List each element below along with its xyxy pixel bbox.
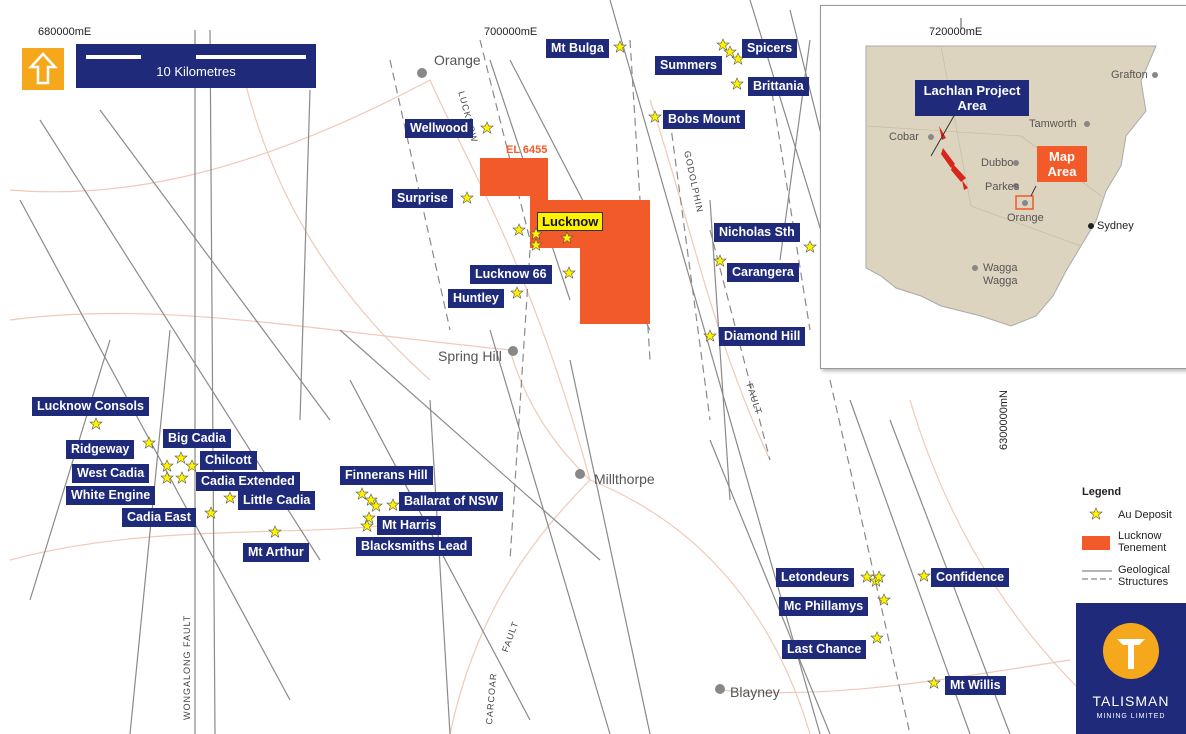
inset-town-grafton: Grafton: [1111, 69, 1148, 81]
deposit-label: Mc Phillamys: [779, 597, 869, 616]
legend-au: Au Deposit: [1118, 509, 1172, 521]
inset-town-parkes: Parkes: [985, 181, 1020, 193]
inset-town-sydney: Sydney: [1097, 220, 1134, 232]
deposit-label: Lucknow 66: [470, 265, 552, 284]
deposit-label: Letondeurs: [776, 568, 855, 587]
coord-700000: 700000mE: [484, 26, 538, 38]
inset-land: [865, 18, 1158, 327]
town-spring-hill: Spring Hill: [438, 348, 502, 364]
deposit-label: Surprise: [392, 189, 453, 208]
deposit-label: Summers: [655, 56, 722, 75]
inset-town-orange: Orange: [1007, 212, 1044, 224]
deposit-label: Brittania: [748, 77, 809, 96]
deposit-label: Confidence: [931, 568, 1010, 587]
inset-town-cobar: Cobar: [889, 131, 919, 143]
deposit-label: Wellwood: [405, 119, 474, 138]
inset-town-tamworth: Tamworth: [1029, 118, 1077, 130]
deposit-label: Cadia East: [122, 508, 196, 527]
inset-town-dubbo: Dubbo: [981, 157, 1014, 169]
deposit-label: Finnerans Hill: [340, 466, 433, 485]
deposit-label: Mt Bulga: [546, 39, 609, 58]
deposit-label: Mt Harris: [377, 516, 442, 535]
deposit-label: Carangera: [727, 263, 799, 282]
deposit-label: Bobs Mount: [663, 110, 746, 129]
coord-6300000: 6300000mN: [998, 390, 1010, 450]
deposit-label: Mt Arthur: [243, 543, 309, 562]
deposit-label: Mt Willis: [945, 676, 1006, 695]
deposit-label: Ballarat of NSW: [399, 492, 503, 511]
legend-title: Legend: [1082, 486, 1122, 498]
lucknow-tenement: [480, 158, 650, 324]
town-orange: Orange: [434, 52, 481, 68]
deposit-label: Huntley: [448, 289, 504, 308]
coord-680000: 680000mE: [38, 26, 92, 38]
deposit-label: Diamond Hill: [719, 327, 806, 346]
legend-tenement: Lucknow Tenement: [1118, 530, 1167, 554]
tenement-label: EL 6455: [506, 144, 548, 156]
deposit-label: Nicholas Sth: [714, 223, 800, 242]
talisman-logo: TALISMAN MINING LIMITED: [1076, 603, 1186, 734]
logo-name: TALISMAN: [1092, 693, 1170, 709]
north-arrow-icon: [22, 48, 64, 90]
map-area-label: Map Area: [1037, 146, 1087, 182]
deposit-label: West Cadia: [72, 464, 150, 483]
lucknow-project-label: Lucknow: [537, 212, 604, 231]
deposit-label: Blacksmiths Lead: [356, 537, 473, 556]
logo-sub: MINING LIMITED: [1096, 713, 1166, 720]
deposit-label: Big Cadia: [163, 429, 231, 448]
legend-symbols: [1082, 507, 1112, 580]
deposit-label: White Engine: [66, 486, 156, 505]
lachlan-project-label: Lachlan Project Area: [915, 80, 1029, 116]
deposit-label: Last Chance: [782, 640, 867, 659]
town-millthorpe: Millthorpe: [594, 471, 655, 487]
logo-icon: [1103, 623, 1159, 679]
deposit-label: Cadia Extended: [196, 472, 300, 491]
scale-label: 10 Kilometres: [156, 64, 236, 79]
main-map[interactable]: 680000mE 700000mE 6300000mN LUCKNOW GODO…: [10, 0, 1186, 734]
town-blayney: Blayney: [730, 684, 780, 700]
inset-town-wagga: Wagga Wagga: [983, 262, 1018, 287]
deposit-label: Little Cadia: [238, 491, 316, 510]
scale-bar: 10 Kilometres: [76, 44, 316, 88]
deposit-label: Spicers: [742, 39, 798, 58]
deposit-label: Ridgeway: [66, 440, 135, 459]
fault-label: WONGALONG FAULT: [182, 614, 192, 720]
legend: Legend Au Deposit Lucknow Tenement Geolo…: [1076, 480, 1186, 600]
inset-map[interactable]: 720000mE Lachlan Project Area Map Area G…: [820, 5, 1186, 369]
deposit-label: Chilcott: [200, 451, 257, 470]
inset-coord: 720000mE: [929, 26, 983, 38]
legend-structures: Geological Structures: [1118, 564, 1170, 588]
deposit-label: Lucknow Consols: [32, 397, 149, 416]
